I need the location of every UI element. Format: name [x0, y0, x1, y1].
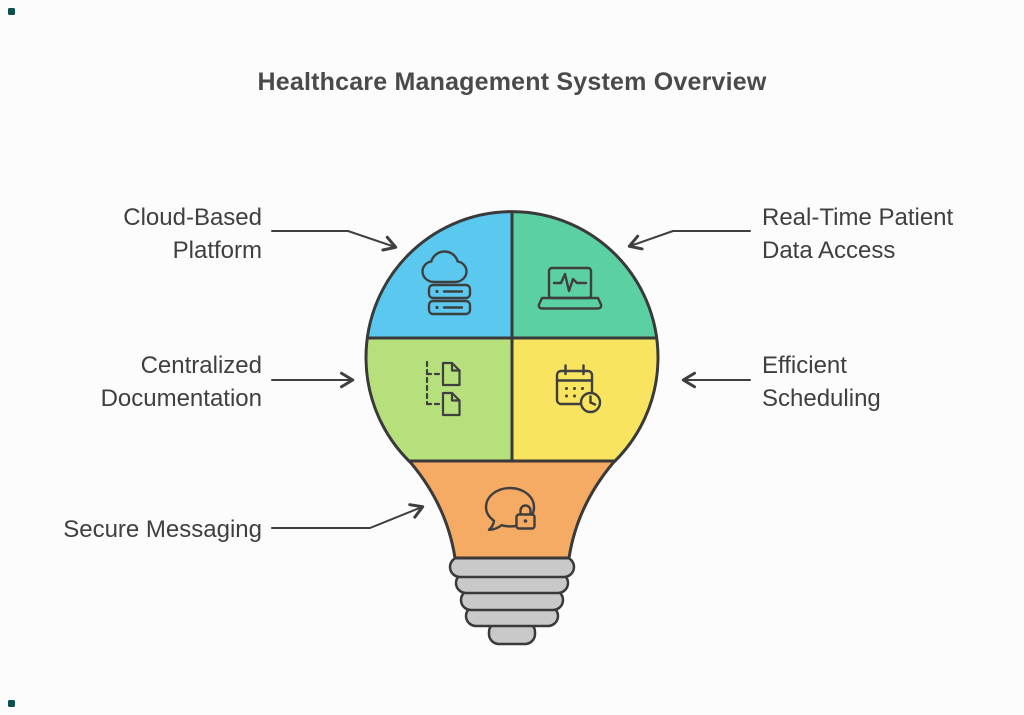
label-line: Centralized	[140, 352, 262, 379]
chat-lock-icon	[484, 486, 536, 531]
label-line: Real-Time Patient	[762, 204, 954, 231]
arrow-real-time-patient-data-access	[627, 230, 751, 251]
label-line: Secure Messaging	[63, 516, 262, 543]
label-line: Scheduling	[762, 385, 881, 412]
page-title: Healthcare Management System Overview	[257, 68, 767, 96]
cloud-server-icon	[421, 250, 472, 316]
section-secure-messaging	[366, 461, 659, 558]
quadrant-cloud-platform	[366, 211, 512, 338]
calendar-clock-icon	[555, 364, 602, 414]
label-line: Data Access	[762, 237, 896, 264]
label-real-time-patient-data-access: Real-Time Patient Data Access	[762, 201, 953, 267]
corner-mark-bottom-left	[8, 700, 15, 707]
label-line: Efficient	[762, 352, 847, 379]
arrow-secure-messaging	[271, 503, 425, 529]
bulb-base	[448, 555, 576, 646]
arrow-cloud-based-platform	[271, 230, 398, 252]
label-line: Cloud-Based	[123, 204, 262, 231]
quadrant-centralized-documentation	[366, 338, 512, 461]
document-flow-icon	[425, 360, 461, 417]
label-line: Documentation	[100, 385, 262, 412]
label-centralized-documentation: Centralized Documentation	[101, 349, 262, 415]
label-cloud-based-platform: Cloud-Based Platform	[123, 201, 262, 267]
label-line: Platform	[172, 237, 262, 264]
quadrant-patient-data-access	[512, 211, 659, 338]
laptop-vitals-icon	[537, 266, 603, 310]
label-secure-messaging: Secure Messaging	[63, 513, 262, 546]
label-efficient-scheduling: Efficient Scheduling	[762, 349, 881, 415]
glass-outline	[364, 210, 660, 560]
bulb-outline	[364, 210, 660, 560]
corner-mark-top-left	[8, 8, 15, 15]
